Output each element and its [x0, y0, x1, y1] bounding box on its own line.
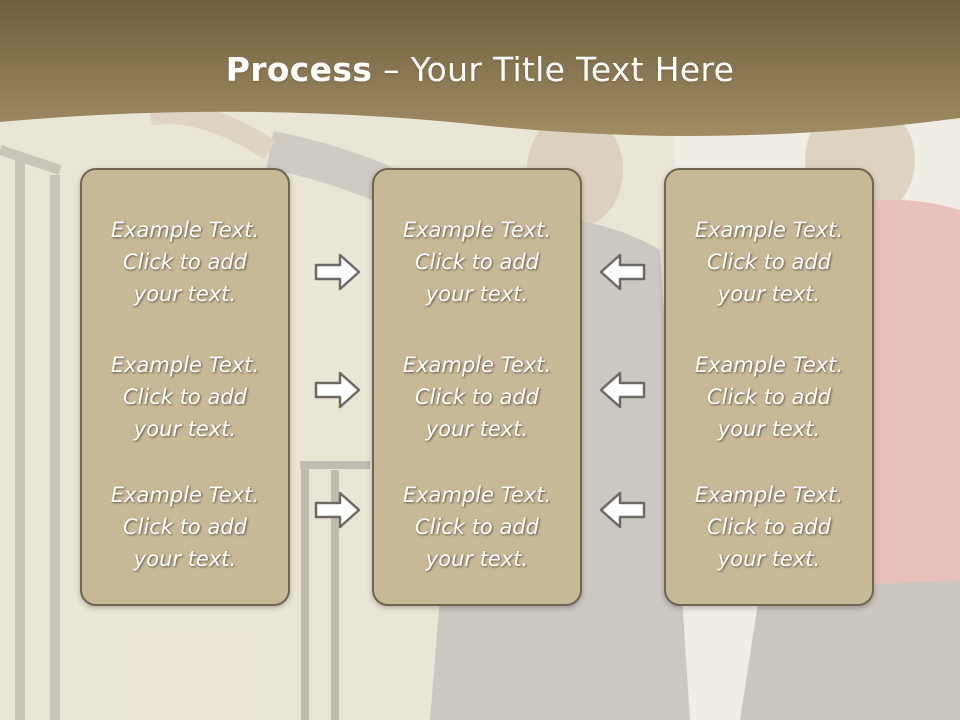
title-band [0, 0, 960, 136]
right-arrow-icon [314, 491, 361, 529]
title-bold: Process [225, 50, 373, 89]
panel-left-text-2[interactable]: Example Text. Click to add your text. [110, 353, 260, 441]
left-arrow-icon [599, 491, 646, 529]
panel-left-text-3[interactable]: Example Text. Click to add your text. [110, 483, 260, 571]
panel-right-text-2[interactable]: Example Text. Click to add your text. [694, 353, 844, 441]
panel-center[interactable]: Example Text. Click to add your text. Ex… [372, 168, 582, 606]
panel-left[interactable]: Example Text. Click to add your text. Ex… [80, 168, 290, 606]
right-arrow-icon [314, 253, 361, 291]
slide-title[interactable]: Process – Your Title Text Here [0, 50, 960, 89]
title-rest: – Your Title Text Here [372, 50, 735, 89]
left-arrow-icon [599, 371, 646, 409]
panel-right-text-1[interactable]: Example Text. Click to add your text. [694, 218, 844, 306]
right-arrow-icon [314, 371, 361, 409]
panel-center-text-2[interactable]: Example Text. Click to add your text. [402, 353, 552, 441]
panel-center-text-1[interactable]: Example Text. Click to add your text. [402, 218, 552, 306]
panel-right[interactable]: Example Text. Click to add your text. Ex… [664, 168, 874, 606]
panel-center-text-3[interactable]: Example Text. Click to add your text. [402, 483, 552, 571]
panel-left-text-1[interactable]: Example Text. Click to add your text. [110, 218, 260, 306]
panel-right-text-3[interactable]: Example Text. Click to add your text. [694, 483, 844, 571]
left-arrow-icon [599, 253, 646, 291]
